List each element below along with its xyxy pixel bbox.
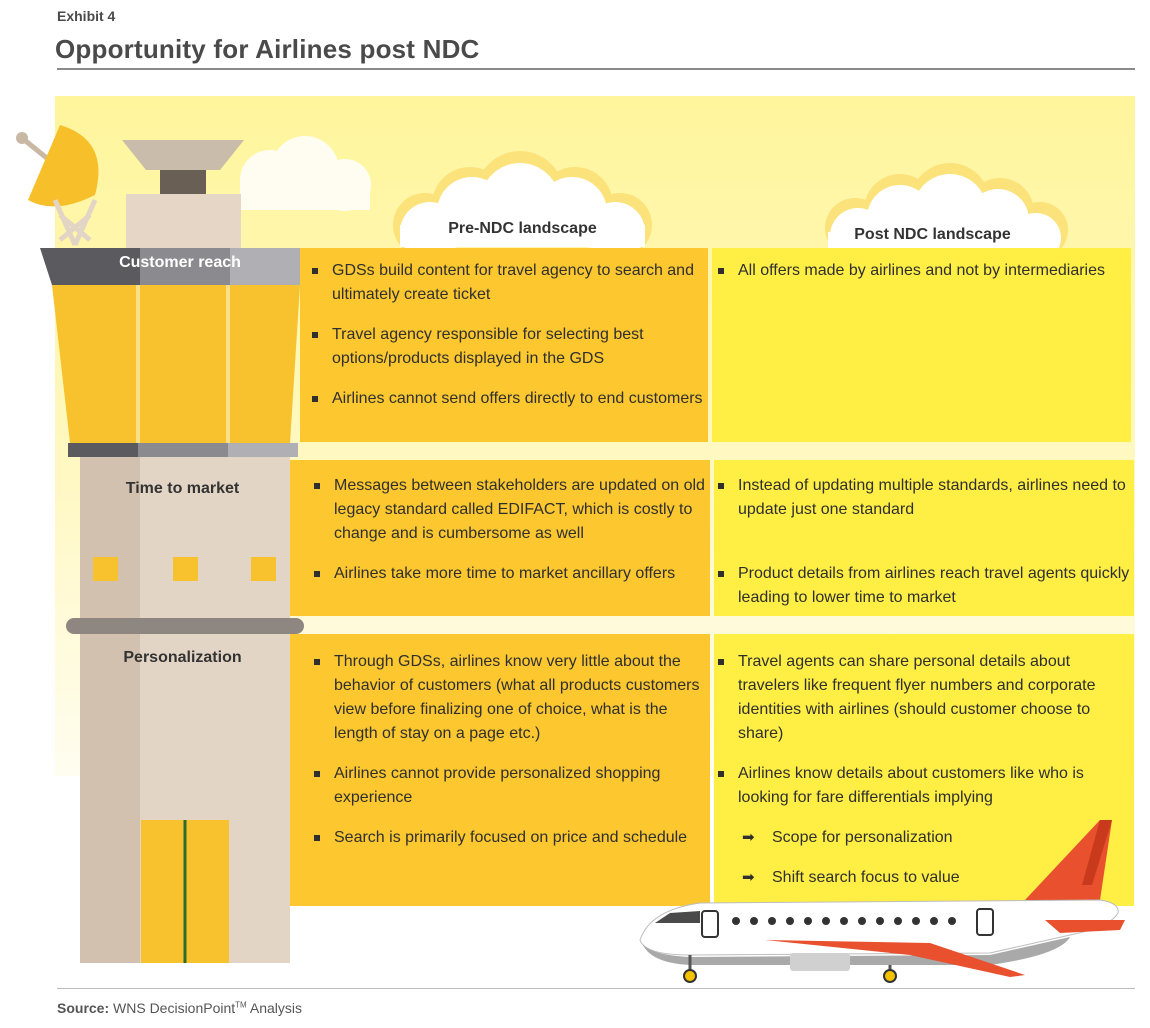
title-divider <box>57 68 1135 70</box>
column-header-post-ndc: Post NDC landscape <box>854 226 1011 243</box>
cloud-icon <box>240 136 371 211</box>
cell-personalization-pre: Through GDSs, airlines know very little … <box>290 634 710 906</box>
list-item: Instead of updating multiple standards, … <box>716 474 1134 522</box>
source-text: WNS DecisionPoint <box>113 1000 236 1016</box>
list-item: Airlines take more time to market ancill… <box>312 562 710 586</box>
cell-time-to-market-pre: Messages between stakeholders are update… <box>290 460 710 616</box>
list-item-sub: Shift search focus to value <box>716 866 1134 890</box>
list-item: Airlines know details about customers li… <box>716 762 1134 810</box>
footer-divider <box>57 988 1135 989</box>
source-note: Source: WNS DecisionPointTM Analysis <box>57 1000 302 1016</box>
list-item: Product details from airlines reach trav… <box>716 562 1134 610</box>
list-item: GDSs build content for travel agency to … <box>310 259 704 307</box>
list-item: Airlines cannot send offers directly to … <box>310 387 704 411</box>
trademark-mark: TM <box>235 1000 247 1010</box>
airplane-icon <box>639 820 1125 983</box>
list-item: Airlines cannot provide personalized sho… <box>312 762 710 810</box>
row-label-personalization: Personalization <box>123 649 242 666</box>
list-item: Messages between stakeholders are update… <box>312 474 710 546</box>
cell-customer-reach-pre: GDSs build content for travel agency to … <box>300 248 708 442</box>
page-title: Opportunity for Airlines post NDC <box>55 34 480 64</box>
source-label: Source: <box>57 1000 110 1016</box>
list-item: All offers made by airlines and not by i… <box>716 259 1125 283</box>
row-label-time-to-market: Time to market <box>125 480 240 497</box>
list-item: Through GDSs, airlines know very little … <box>312 650 710 746</box>
source-suffix: Analysis <box>246 1000 302 1016</box>
exhibit-label: Exhibit 4 <box>57 8 116 24</box>
cell-time-to-market-post: Instead of updating multiple standards, … <box>714 460 1134 616</box>
list-item: Travel agency responsible for selecting … <box>310 323 704 371</box>
list-item: Search is primarily focused on price and… <box>312 826 710 850</box>
satellite-dish-icon <box>16 125 99 247</box>
column-header-pre-ndc: Pre-NDC landscape <box>448 220 597 237</box>
cell-customer-reach-post: All offers made by airlines and not by i… <box>712 248 1131 442</box>
list-item-sub: Scope for personalization <box>716 826 1134 850</box>
cloud-icon <box>400 163 645 262</box>
row-label-customer-reach: Customer reach <box>119 254 241 271</box>
list-item: Travel agents can share personal details… <box>716 650 1134 746</box>
